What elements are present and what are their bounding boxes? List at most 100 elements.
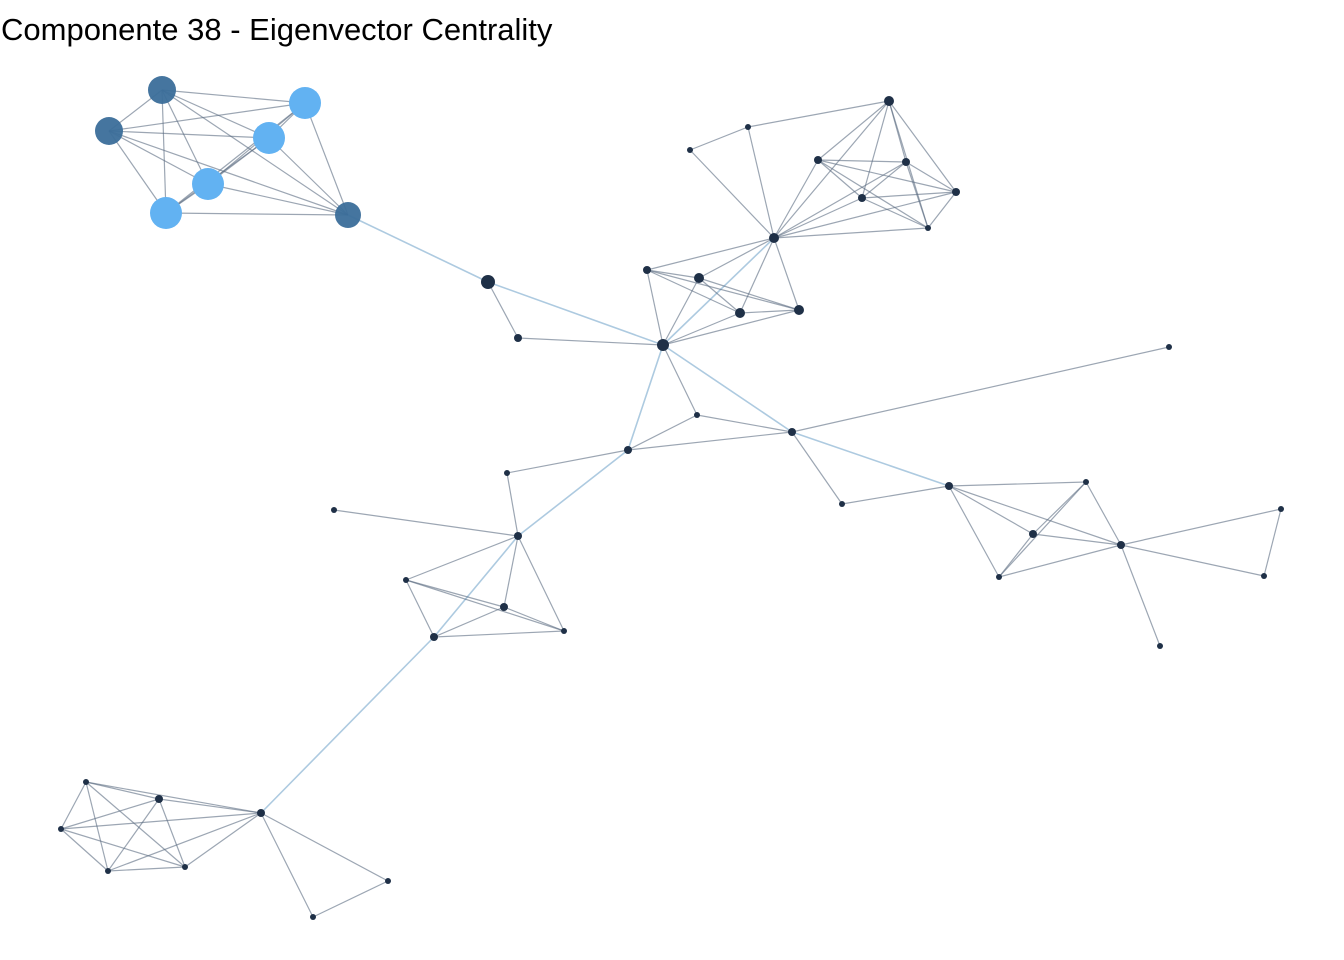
graph-edge bbox=[998, 544, 1122, 578]
graph-edge bbox=[662, 309, 800, 346]
graph-edge bbox=[108, 130, 167, 214]
graph-node bbox=[945, 482, 953, 490]
graph-node bbox=[385, 878, 391, 884]
graph-edge bbox=[948, 485, 1034, 535]
graph-edge bbox=[107, 812, 262, 872]
graph-edge bbox=[207, 183, 349, 216]
graph-edge bbox=[773, 159, 819, 239]
graph-edge bbox=[347, 214, 489, 283]
graph-edge bbox=[696, 414, 793, 433]
graph-node bbox=[745, 124, 751, 130]
graph-edge bbox=[60, 828, 109, 872]
graph-node bbox=[95, 117, 123, 145]
graph-node bbox=[514, 532, 522, 540]
graph-edge bbox=[60, 828, 186, 868]
graph-edge bbox=[503, 606, 565, 632]
graph-node bbox=[289, 87, 321, 119]
graph-edge bbox=[773, 197, 863, 239]
graph-edge bbox=[817, 159, 929, 229]
graph-node bbox=[83, 779, 89, 785]
graph-edge bbox=[861, 100, 890, 199]
graph-node bbox=[1157, 643, 1163, 649]
graph-edge bbox=[165, 212, 349, 216]
graph-edge bbox=[773, 227, 929, 239]
graph-edge bbox=[333, 509, 519, 537]
graph-node bbox=[155, 795, 163, 803]
graph-edge bbox=[433, 535, 519, 638]
graph-node bbox=[403, 577, 409, 583]
graph-node bbox=[253, 122, 285, 154]
graph-edge bbox=[506, 472, 519, 537]
graph-node bbox=[150, 197, 182, 229]
graph-node bbox=[902, 158, 910, 166]
graph-node bbox=[1166, 344, 1172, 350]
graph-edge bbox=[817, 159, 957, 193]
graph-edge bbox=[503, 535, 519, 608]
graph-edge bbox=[161, 89, 167, 214]
graph-node bbox=[1083, 479, 1089, 485]
graph-edge bbox=[158, 798, 262, 814]
graph-edge bbox=[107, 866, 186, 872]
graph-node bbox=[694, 273, 704, 283]
graph-edge bbox=[948, 485, 1122, 546]
graph-node bbox=[794, 305, 804, 315]
graph-edge bbox=[791, 346, 1170, 433]
graph-node bbox=[430, 633, 438, 641]
graph-edge bbox=[304, 102, 349, 216]
graph-edge bbox=[107, 798, 160, 872]
graph-edge bbox=[312, 880, 389, 918]
graph-edge bbox=[861, 197, 929, 229]
graph-node bbox=[996, 574, 1002, 580]
graph-edge bbox=[517, 535, 565, 632]
graph-edge bbox=[773, 237, 800, 311]
graph-edge bbox=[1032, 533, 1122, 546]
graph-node bbox=[952, 188, 960, 196]
graph-node bbox=[514, 334, 522, 342]
graph-node bbox=[687, 147, 693, 153]
graph-edge bbox=[627, 344, 664, 451]
graph-edge bbox=[161, 89, 306, 104]
graph-edge bbox=[662, 344, 793, 433]
graph-edge bbox=[85, 781, 186, 868]
graph-node bbox=[182, 864, 188, 870]
chart-title: Componente 38 - Eigenvector Centrality bbox=[1, 12, 553, 47]
graph-edge bbox=[739, 237, 775, 314]
graph-edge bbox=[1263, 508, 1282, 577]
graph-edge bbox=[627, 414, 698, 451]
graph-edge bbox=[841, 485, 950, 505]
graph-edge bbox=[405, 579, 435, 638]
graph-edge bbox=[646, 269, 700, 279]
graph-edge bbox=[85, 781, 160, 800]
graph-node bbox=[310, 914, 316, 920]
graph-node bbox=[643, 266, 651, 274]
graph-node bbox=[500, 603, 508, 611]
graph-node bbox=[58, 826, 64, 832]
graph-edge bbox=[646, 237, 775, 271]
graph-edge bbox=[108, 130, 349, 216]
graph-node bbox=[839, 501, 845, 507]
graph-edge bbox=[791, 431, 843, 505]
graph-edge bbox=[506, 449, 629, 474]
graph-edge bbox=[747, 100, 890, 128]
graph-edge bbox=[662, 312, 741, 346]
graph-edge bbox=[85, 781, 262, 814]
graph-edge bbox=[161, 89, 349, 216]
graph-edge bbox=[1032, 481, 1087, 535]
graph-edge bbox=[773, 100, 890, 239]
graph-edge bbox=[698, 277, 741, 314]
graph-edge bbox=[861, 161, 907, 199]
graph-edge bbox=[698, 277, 800, 311]
graph-node bbox=[504, 470, 510, 476]
graph-edge bbox=[487, 281, 664, 346]
graph-edge bbox=[517, 337, 664, 346]
graph-edge bbox=[108, 130, 270, 139]
graph-node bbox=[331, 507, 337, 513]
graph-edge bbox=[689, 126, 749, 151]
graph-edge bbox=[184, 812, 262, 868]
graph-edge bbox=[817, 100, 890, 161]
graph-edge bbox=[60, 812, 262, 830]
graph-edge bbox=[905, 161, 957, 193]
graph-edge bbox=[861, 191, 957, 199]
graph-node bbox=[657, 339, 669, 351]
